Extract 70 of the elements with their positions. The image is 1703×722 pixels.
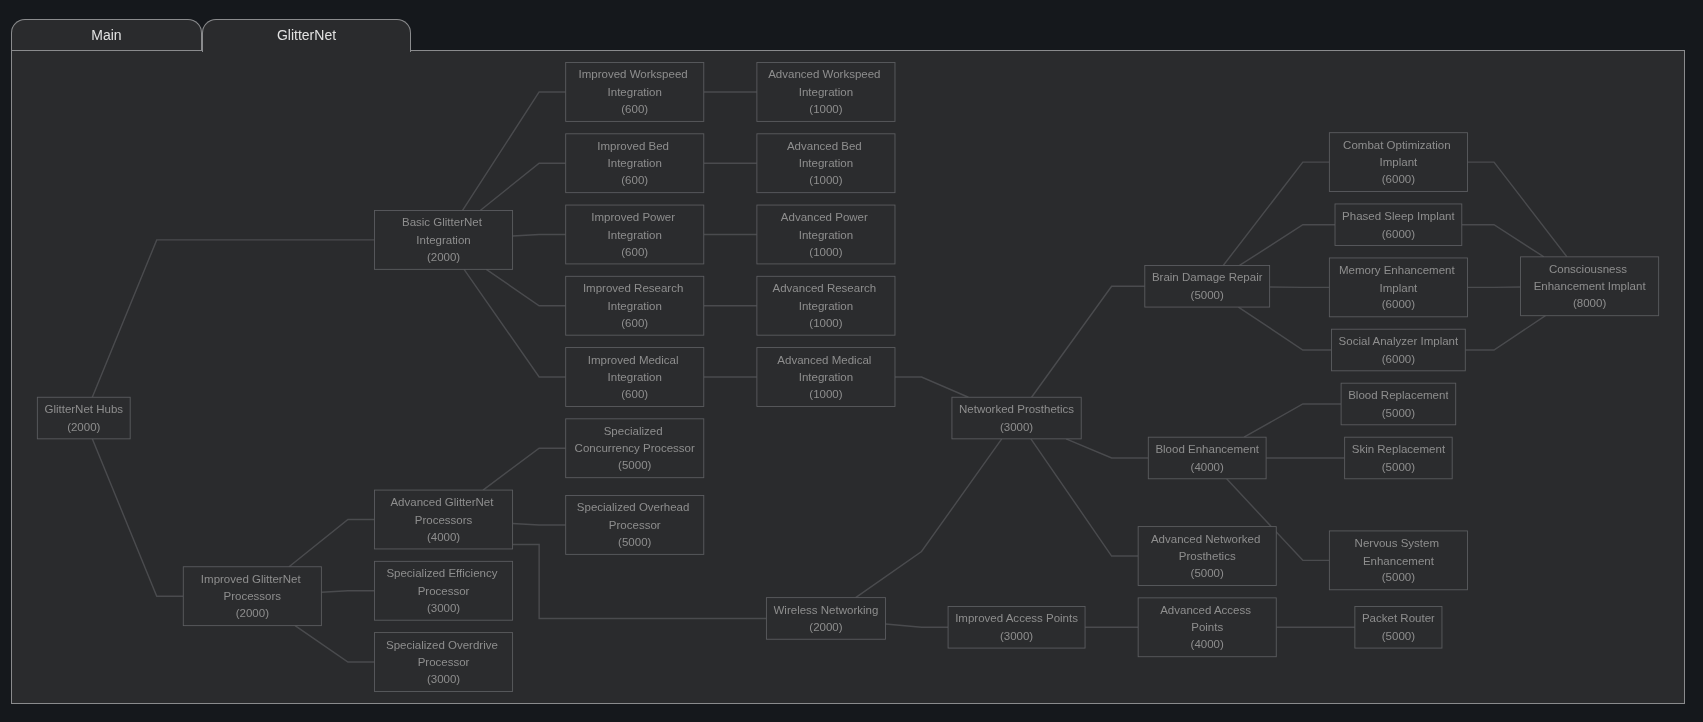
node-box: Advanced GlitterNet Processors (4000) xyxy=(374,489,514,550)
node-box: Improved Workspeed Integration (600) xyxy=(565,62,705,122)
node-box: Advanced Power Integration (1000) xyxy=(756,204,896,265)
node-box: Improved GlitterNet Processors (2000) xyxy=(182,566,322,627)
node-box: Improved Research Integration (600) xyxy=(565,275,705,336)
node-box: Consciousness Enhancement Implant (8000) xyxy=(1520,256,1660,317)
connector xyxy=(1030,285,1146,398)
node-box: Blood Enhancement (4000) xyxy=(1147,436,1267,480)
connector xyxy=(482,447,567,491)
node-box: Improved Power Integration (600) xyxy=(565,204,705,265)
connector xyxy=(703,162,758,164)
tab: Main xyxy=(11,19,202,50)
node-box: Specialized Overdrive Processor (3000) xyxy=(374,632,514,692)
node-box: Improved Access Points (3000) xyxy=(947,606,1086,649)
node-box: Advanced Workspeed Integration (1000) xyxy=(756,62,896,122)
connector xyxy=(485,268,567,307)
connector xyxy=(1464,315,1547,351)
connector xyxy=(461,91,567,212)
node-box: Memory Enhancement Implant (6000) xyxy=(1328,257,1468,318)
node-box: Basic GlitterNet Integration (2000) xyxy=(374,210,514,270)
connector xyxy=(1222,161,1331,267)
node-box: Advanced Networked Prosthetics (5000) xyxy=(1137,526,1277,586)
node-box: Combat Optimization Implant (6000) xyxy=(1328,132,1468,192)
node-box: Specialized Efficiency Processor (3000) xyxy=(374,560,514,621)
node-box: Advanced Medical Integration (1000) xyxy=(756,347,896,407)
connector xyxy=(1225,478,1331,562)
connector xyxy=(1466,161,1568,258)
connector xyxy=(320,590,376,593)
connector xyxy=(511,543,768,620)
node-box: Improved Bed Integration (600) xyxy=(565,133,705,194)
node-box: Brain Damage Repair (5000) xyxy=(1144,265,1271,308)
connector xyxy=(91,239,376,398)
connector xyxy=(1084,626,1139,628)
connector xyxy=(884,623,949,628)
node-box: Networked Prosthetics (3000) xyxy=(951,396,1082,440)
connector xyxy=(479,162,567,212)
connector xyxy=(854,438,1003,599)
node-box: Specialized Concurrency Processor (5000) xyxy=(565,418,705,479)
node-box: Advanced Access Points (4000) xyxy=(1137,597,1277,658)
connector xyxy=(1461,224,1545,258)
node-box: Advanced Research Integration (1000) xyxy=(756,275,896,336)
active-tab: GlitterNet xyxy=(202,19,411,52)
connector xyxy=(294,624,376,663)
connector xyxy=(1030,438,1139,557)
node-box: Packet Router (5000) xyxy=(1354,606,1443,649)
connector xyxy=(1243,403,1342,438)
connector xyxy=(1065,438,1149,459)
connector xyxy=(1238,224,1336,267)
connector xyxy=(1237,306,1333,351)
connector xyxy=(703,233,758,236)
connector xyxy=(1275,626,1356,628)
node-box: Advanced Bed Integration (1000) xyxy=(756,133,896,194)
node-box: Nervous System Enhancement (5000) xyxy=(1328,530,1468,591)
node-box: Improved Medical Integration (600) xyxy=(565,347,705,407)
node-box: Phased Sleep Implant (6000) xyxy=(1334,203,1463,246)
connector xyxy=(1466,286,1522,289)
node-box: Skin Replacement (5000) xyxy=(1344,436,1453,480)
node-box: Wireless Networking (2000) xyxy=(765,597,886,640)
node-box: GlitterNet Hubs (2000) xyxy=(36,396,131,440)
node-box: Specialized Overhead Processor (5000) xyxy=(565,495,705,555)
node-box: Social Analyzer Implant (6000) xyxy=(1331,328,1466,372)
connector xyxy=(91,438,184,597)
node-box: Blood Replacement (5000) xyxy=(1340,382,1457,426)
connector xyxy=(511,522,567,526)
connector xyxy=(894,376,970,398)
connector xyxy=(1268,286,1331,289)
connector xyxy=(288,518,376,568)
connector xyxy=(463,268,567,378)
connector xyxy=(703,305,758,307)
connector xyxy=(511,233,567,237)
